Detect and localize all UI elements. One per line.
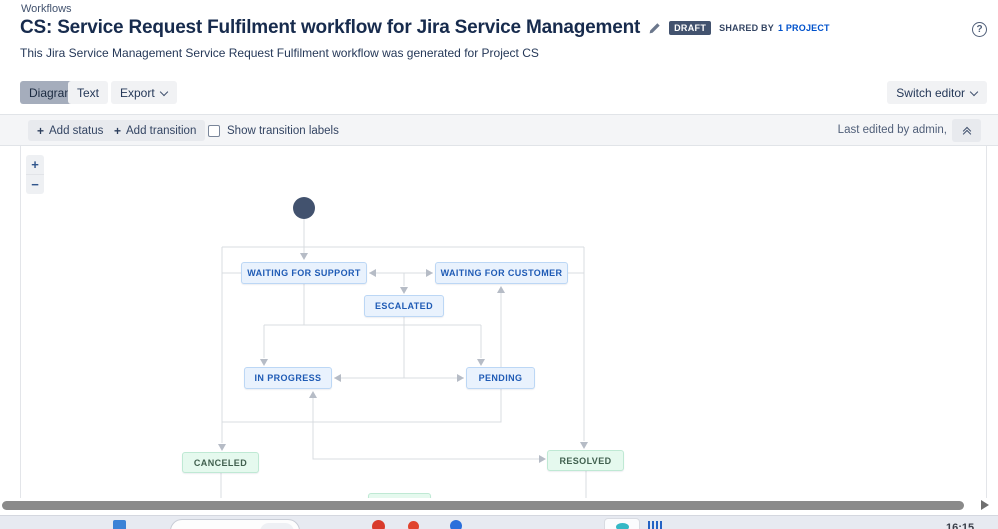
diagram-toolbar: + Add status + Add transition Show trans… — [0, 114, 998, 146]
add-transition-button[interactable]: + Add transition — [105, 120, 206, 141]
search-inner-button — [260, 523, 294, 529]
status-node-waiting-for-support[interactable]: WAITING FOR SUPPORT — [241, 262, 367, 284]
taskbar-clock: 16:15 — [946, 522, 975, 529]
status-node-resolved[interactable]: RESOLVED — [547, 450, 624, 471]
diagram-canvas[interactable]: + − — [20, 146, 987, 498]
workflow-description: This Jira Service Management Service Req… — [20, 46, 539, 60]
taskbar-search-input[interactable] — [170, 519, 300, 529]
add-transition-label: Add transition — [126, 124, 197, 137]
last-edited-text: Last edited by admin, — [837, 124, 947, 136]
title-row: CS: Service Request Fulfilment workflow … — [20, 15, 830, 41]
collapse-panel-button[interactable] — [952, 119, 981, 142]
show-transition-labels-checkbox[interactable] — [208, 124, 220, 137]
edit-pencil-icon[interactable] — [648, 22, 661, 35]
shared-by-label: SHARED BY — [719, 23, 774, 33]
help-icon[interactable]: ? — [972, 22, 987, 37]
status-node-waiting-for-customer[interactable]: WAITING FOR CUSTOMER — [435, 262, 568, 284]
start-node[interactable] — [293, 197, 315, 219]
plus-icon: + — [114, 123, 122, 138]
taskbar-active-app-button[interactable] — [604, 518, 640, 529]
switch-editor-label: Switch editor — [896, 85, 965, 100]
status-node-canceled[interactable]: CANCELED — [182, 452, 259, 473]
scrollbar-right-arrow[interactable] — [981, 500, 989, 510]
taskbar-app-icon-bars[interactable] — [648, 521, 662, 529]
transition-lines — [220, 219, 587, 498]
status-badge: DRAFT — [669, 21, 712, 35]
taskbar-app-icon-red[interactable] — [372, 520, 385, 529]
plus-icon: + — [37, 123, 45, 138]
status-node-in-progress[interactable]: IN PROGRESS — [244, 367, 332, 389]
export-label: Export — [120, 85, 155, 100]
tab-diagram[interactable]: Diagram — [20, 81, 84, 104]
windows-taskbar: 16:15 — [0, 515, 998, 529]
double-chevron-up-icon — [963, 130, 971, 134]
zoom-out-button[interactable]: − — [26, 174, 44, 194]
add-status-button[interactable]: + Add status — [28, 120, 113, 141]
page-title: CS: Service Request Fulfilment workflow … — [20, 17, 641, 38]
taskbar-app-icon-blue[interactable] — [450, 520, 462, 529]
zoom-control: + − — [26, 155, 44, 194]
export-button[interactable]: Export — [111, 81, 177, 104]
add-status-label: Add status — [49, 124, 104, 137]
status-node-pending[interactable]: PENDING — [466, 367, 535, 389]
shared-by-project-link[interactable]: 1 PROJECT — [777, 23, 830, 33]
chevron-down-icon — [161, 87, 168, 94]
show-transition-labels-label[interactable]: Show transition labels — [227, 124, 339, 137]
status-node-escalated[interactable]: ESCALATED — [364, 295, 444, 317]
view-tab-row: Diagram Text Export Switch editor — [20, 81, 987, 104]
tab-text[interactable]: Text — [68, 81, 109, 104]
status-node-partial-bottom-status[interactable] — [368, 493, 431, 498]
transition-arrowheads — [218, 253, 588, 463]
horizontal-scrollbar — [0, 498, 998, 514]
scrollbar-thumb[interactable] — [2, 501, 964, 510]
breadcrumb[interactable]: Workflows — [21, 3, 72, 15]
transition-connectors — [218, 197, 588, 498]
show-transition-labels-control: Show transition labels — [208, 120, 339, 141]
app-logo-icon — [616, 523, 629, 529]
chevron-down-icon — [971, 87, 978, 94]
start-menu-icon[interactable] — [113, 520, 126, 529]
zoom-in-button[interactable]: + — [31, 157, 39, 172]
taskbar-app-icon-orange[interactable] — [408, 521, 419, 529]
switch-editor-button[interactable]: Switch editor — [887, 81, 987, 104]
